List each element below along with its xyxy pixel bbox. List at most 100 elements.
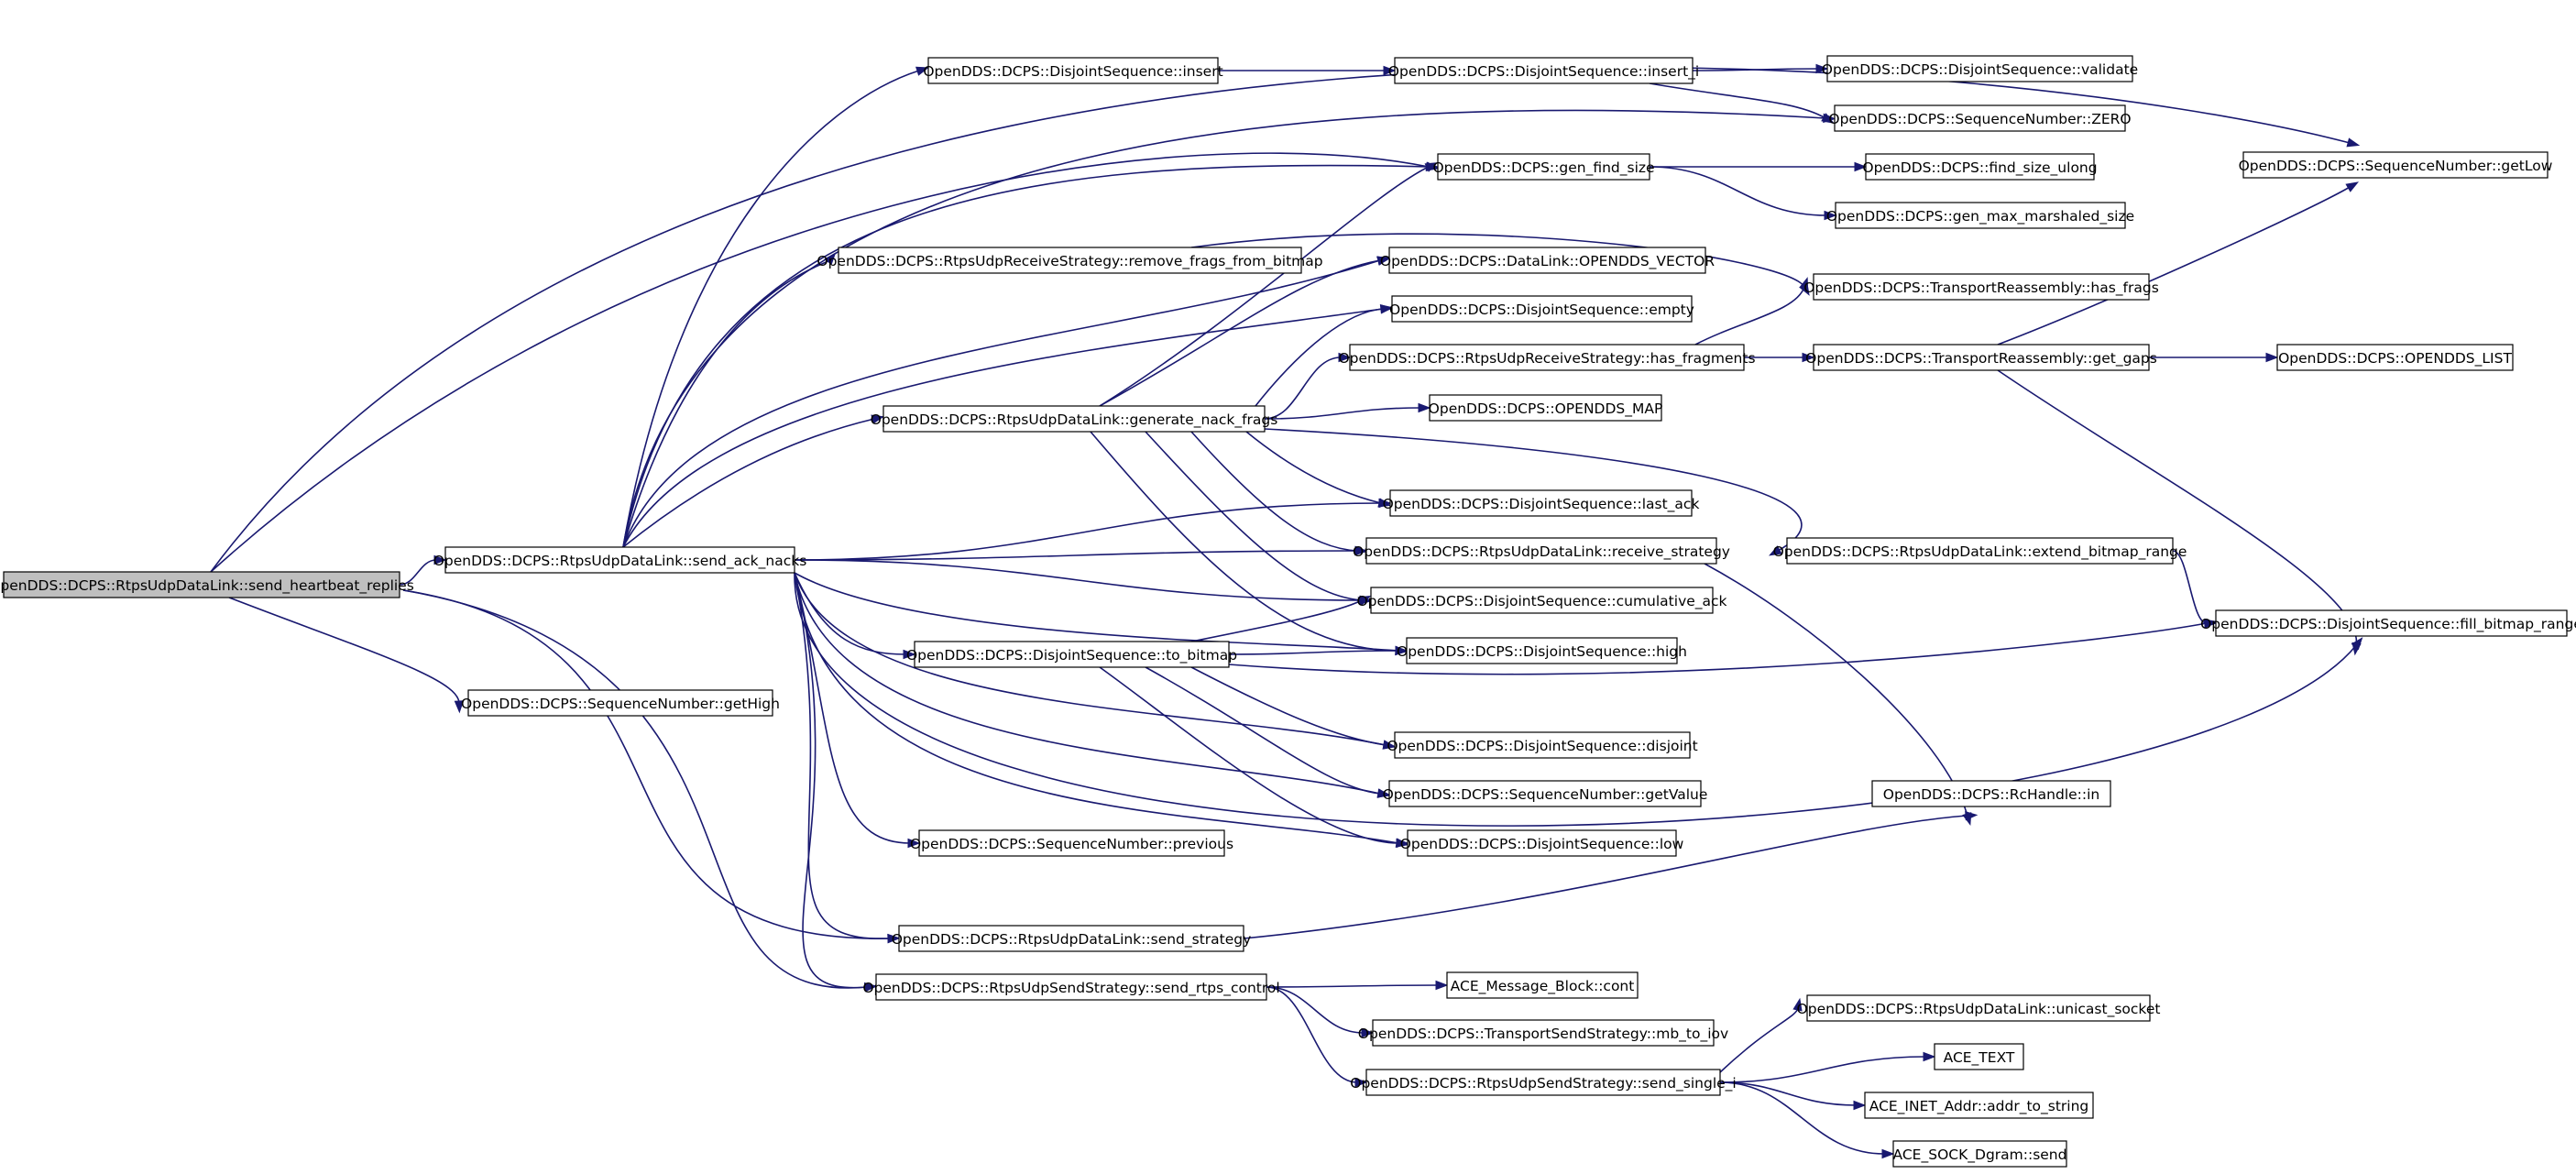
node-rchandle-in[interactable]: OpenDDS::DCPS::RcHandle::in <box>1871 780 2111 807</box>
edge-send_heartbeat_replies-to-send_rtps_control <box>402 589 868 989</box>
node-send-rtps-control[interactable]: OpenDDS::DCPS::RtpsUdpSendStrategy::send… <box>862 973 1280 1001</box>
node-box[interactable] <box>1835 202 2126 229</box>
arrowhead-ds_to_bitmap-to-sn_getValue <box>1376 788 1391 798</box>
node-box[interactable] <box>1370 587 1714 614</box>
node-box[interactable] <box>898 925 1244 952</box>
node-box[interactable] <box>1407 829 1677 857</box>
node-box[interactable] <box>1786 537 2174 565</box>
node-ds-disjoint[interactable]: OpenDDS::DCPS::DisjointSequence::disjoin… <box>1387 731 1698 759</box>
node-send-ack-nacks[interactable]: OpenDDS::DCPS::RtpsUdpDataLink::send_ack… <box>433 546 807 574</box>
node-box[interactable] <box>1446 971 1639 999</box>
node-box[interactable] <box>1349 344 1745 371</box>
node-opendds-list[interactable]: OpenDDS::DCPS::OPENDDS_LIST <box>2276 344 2514 371</box>
node-send-heartbeat-replies[interactable]: OpenDDS::DCPS::RtpsUdpDataLink::send_hea… <box>0 571 414 598</box>
edge-ds_insert_i-to-sn_ZERO <box>1649 82 1826 119</box>
node-extend-bitmap-range[interactable]: OpenDDS::DCPS::RtpsUdpDataLink::extend_b… <box>1773 537 2187 565</box>
node-box[interactable] <box>918 829 1225 857</box>
node-box[interactable] <box>2215 609 2568 637</box>
node-box[interactable] <box>1934 1043 2024 1070</box>
node-layer: OpenDDS::DCPS::RtpsUdpDataLink::send_hea… <box>0 55 2576 1168</box>
edge-extend_bitmap_range-to-fill_bitmap_range <box>2172 550 2208 624</box>
edge-send_ack_nacks-to-ds_insert <box>622 70 920 548</box>
node-mb-cont[interactable]: ACE_Message_Block::cont <box>1446 971 1639 999</box>
node-box[interactable] <box>1429 394 1662 422</box>
node-box[interactable] <box>2276 344 2514 371</box>
node-box[interactable] <box>1365 1069 1721 1096</box>
node-box[interactable] <box>1389 489 1693 517</box>
node-receive-strategy[interactable]: OpenDDS::DCPS::RtpsUdpDataLink::receive_… <box>1353 537 1730 565</box>
node-ds-high[interactable]: OpenDDS::DCPS::DisjointSequence::high <box>1397 637 1687 664</box>
node-box[interactable] <box>927 57 1219 84</box>
node-get-gaps[interactable]: OpenDDS::DCPS::TransportReassembly::get_… <box>1805 344 2157 371</box>
node-box[interactable] <box>1813 344 2150 371</box>
node-box[interactable] <box>1864 1092 2094 1119</box>
node-unicast-socket[interactable]: OpenDDS::DCPS::RtpsUdpDataLink::unicast_… <box>1797 994 2161 1022</box>
node-box[interactable] <box>1372 1019 1715 1047</box>
node-box[interactable] <box>1834 104 2126 132</box>
edge-send_heartbeat_replies-to-sn_getHigh <box>228 597 460 704</box>
node-box[interactable] <box>1865 153 2095 181</box>
node-has-fragments[interactable]: OpenDDS::DCPS::RtpsUdpReceiveStrategy::h… <box>1338 344 1756 371</box>
node-has-frags[interactable]: OpenDDS::DCPS::TransportReassembly::has_… <box>1803 273 2159 301</box>
edge-send_ack_nacks-to-ds_to_bitmap <box>794 572 906 655</box>
node-ds-empty[interactable]: OpenDDS::DCPS::DisjointSequence::empty <box>1389 295 1694 323</box>
node-box[interactable] <box>1871 780 2111 807</box>
node-box[interactable] <box>2242 151 2549 179</box>
node-remove-frags-from-bitmap[interactable]: OpenDDS::DCPS::RtpsUdpReceiveStrategy::r… <box>817 247 1323 274</box>
node-box[interactable] <box>467 689 773 717</box>
node-mb-to-iov[interactable]: OpenDDS::DCPS::TransportSendStrategy::mb… <box>1358 1019 1728 1047</box>
node-box[interactable] <box>1394 731 1691 759</box>
edge-ds_to_bitmap-to-fill_bitmap_range <box>1228 622 2208 675</box>
node-ds-last-ack[interactable]: OpenDDS::DCPS::DisjointSequence::last_ac… <box>1383 489 1700 517</box>
node-opendds-map[interactable]: OpenDDS::DCPS::OPENDDS_MAP <box>1429 394 1663 422</box>
node-generate-nack-frags[interactable]: OpenDDS::DCPS::RtpsUdpDataLink::generate… <box>871 405 1278 433</box>
node-ds-insert-i[interactable]: OpenDDS::DCPS::DisjointSequence::insert_… <box>1388 57 1699 84</box>
node-ds-insert[interactable]: OpenDDS::DCPS::DisjointSequence::insert <box>923 57 1223 84</box>
node-addr-to-string[interactable]: ACE_INET_Addr::addr_to_string <box>1864 1092 2094 1119</box>
node-opendds-vector[interactable]: OpenDDS::DCPS::DataLink::OPENDDS_VECTOR <box>1380 247 1715 274</box>
edge-send_ack_nacks-to-remove_frags_from_bitmap <box>622 259 830 548</box>
node-box[interactable] <box>3 571 400 598</box>
node-box[interactable] <box>838 247 1302 274</box>
edge-send_ack_nacks-to-ds_disjoint <box>794 572 1387 746</box>
node-box[interactable] <box>1437 153 1650 181</box>
arrowhead-send_rtps_control-to-send_single_i <box>1354 1077 1368 1088</box>
node-ds-cumulative-ack[interactable]: OpenDDS::DCPS::DisjointSequence::cumulat… <box>1356 587 1727 614</box>
node-label: OpenDDS::DCPS::TransportReassembly::has_… <box>1803 280 2159 297</box>
node-sn-getHigh[interactable]: OpenDDS::DCPS::SequenceNumber::getHigh <box>461 689 780 717</box>
node-ds-to-bitmap[interactable]: OpenDDS::DCPS::DisjointSequence::to_bitm… <box>906 641 1237 668</box>
node-box[interactable] <box>882 405 1266 433</box>
node-ds-low[interactable]: OpenDDS::DCPS::DisjointSequence::low <box>1400 829 1684 857</box>
node-box[interactable] <box>1394 57 1694 84</box>
node-box[interactable] <box>1813 273 2150 301</box>
node-send-strategy[interactable]: OpenDDS::DCPS::RtpsUdpDataLink::send_str… <box>892 925 1252 952</box>
node-sn-previous[interactable]: OpenDDS::DCPS::SequenceNumber::previous <box>910 829 1233 857</box>
node-sock-dgram-send[interactable]: ACE_SOCK_Dgram::send <box>1892 1140 2067 1168</box>
node-box[interactable] <box>1388 780 1702 807</box>
node-box[interactable] <box>1406 637 1678 664</box>
node-ds-validate[interactable]: OpenDDS::DCPS::DisjointSequence::validat… <box>1822 55 2138 82</box>
node-box[interactable] <box>1388 247 1706 274</box>
node-sn-getLow[interactable]: OpenDDS::DCPS::SequenceNumber::getLow <box>2239 151 2553 179</box>
node-box[interactable] <box>875 973 1267 1001</box>
node-box[interactable] <box>1391 295 1693 323</box>
node-label: OpenDDS::DCPS::DisjointSequence::validat… <box>1822 61 2138 78</box>
node-send-single-i[interactable]: OpenDDS::DCPS::RtpsUdpSendStrategy::send… <box>1350 1069 1737 1096</box>
node-find-size-ulong[interactable]: OpenDDS::DCPS::find_size_ulong <box>1862 153 2098 181</box>
edge-send_ack_nacks-to-sn_previous <box>794 572 911 844</box>
node-gen-find-size[interactable]: OpenDDS::DCPS::gen_find_size <box>1432 153 1655 181</box>
node-box[interactable] <box>914 641 1230 668</box>
node-label: OpenDDS::DCPS::DisjointSequence::low <box>1400 836 1684 852</box>
node-box[interactable] <box>444 546 795 574</box>
node-gen-max-marshaled-size[interactable]: OpenDDS::DCPS::gen_max_marshaled_size <box>1826 202 2134 229</box>
node-box[interactable] <box>1365 537 1717 565</box>
node-fill-bitmap-range[interactable]: OpenDDS::DCPS::DisjointSequence::fill_bi… <box>2200 609 2576 637</box>
node-box[interactable] <box>1826 55 2133 82</box>
node-sn-getValue[interactable]: OpenDDS::DCPS::SequenceNumber::getValue <box>1383 780 1708 807</box>
edge-generate_nack_frags-to-opendds_map <box>1264 407 1421 420</box>
node-ace-text[interactable]: ACE_TEXT <box>1934 1043 2024 1070</box>
node-sn-ZERO[interactable]: OpenDDS::DCPS::SequenceNumber::ZERO <box>1828 104 2132 132</box>
node-box[interactable] <box>1806 994 2151 1022</box>
node-box[interactable] <box>1892 1140 2067 1168</box>
arrowhead-send_single_i-to-addr_to_string <box>1853 1100 1867 1111</box>
